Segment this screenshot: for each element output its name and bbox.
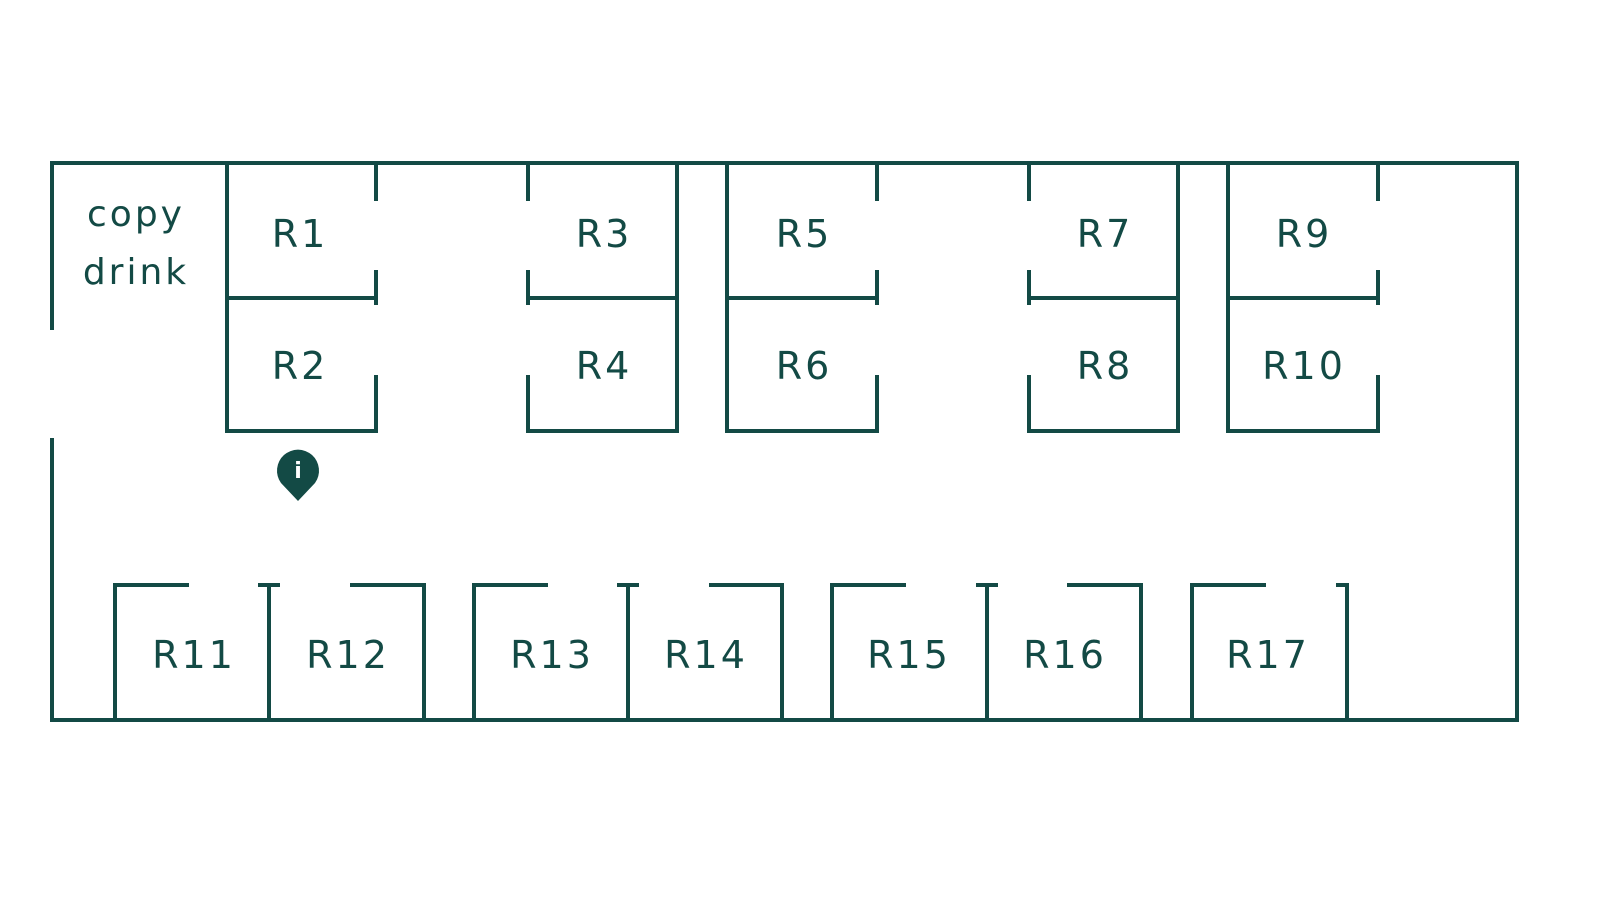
room-label-r4: R4 — [576, 344, 633, 388]
room-label-r12: R12 — [306, 633, 390, 677]
wall-r13-r14 — [472, 583, 784, 720]
room-label-r11: R11 — [152, 633, 236, 677]
drink-label: drink — [83, 252, 189, 293]
room-labels: R1 R2 R3 R4 R5 R6 R7 R8 R9 R10 R11 R12 R… — [152, 212, 1346, 677]
room-label-r8: R8 — [1077, 344, 1134, 388]
wall-r11-r12 — [113, 583, 426, 720]
outer-wall — [50, 161, 1519, 722]
room-label-r17: R17 — [1226, 633, 1310, 677]
copy-label: copy — [87, 194, 185, 235]
room-label-r10: R10 — [1262, 344, 1346, 388]
wall-r5-r6 — [725, 163, 879, 433]
room-label-r7: R7 — [1077, 212, 1134, 256]
room-label-r5: R5 — [776, 212, 833, 256]
room-label-r9: R9 — [1276, 212, 1333, 256]
wall-r1-r2 — [225, 163, 378, 433]
wall-r3-r4 — [526, 163, 679, 433]
info-pin-glyph: i — [294, 459, 302, 484]
room-label-r6: R6 — [776, 344, 833, 388]
room-label-r16: R16 — [1023, 633, 1107, 677]
room-label-r14: R14 — [664, 633, 748, 677]
room-label-r15: R15 — [867, 633, 951, 677]
area-labels: copy drink — [83, 194, 189, 293]
room-label-r2: R2 — [272, 344, 329, 388]
info-pin-shape — [277, 449, 319, 501]
room-label-r1: R1 — [272, 212, 329, 256]
wall-r7-r8 — [1027, 163, 1180, 433]
info-pin-icon[interactable]: i — [277, 449, 319, 501]
room-label-r3: R3 — [576, 212, 633, 256]
wall-r17 — [1190, 583, 1349, 720]
wall-r9-r10 — [1226, 163, 1380, 433]
room-label-r13: R13 — [510, 633, 594, 677]
walls — [50, 161, 1519, 722]
wall-r15-r16 — [830, 583, 1143, 720]
